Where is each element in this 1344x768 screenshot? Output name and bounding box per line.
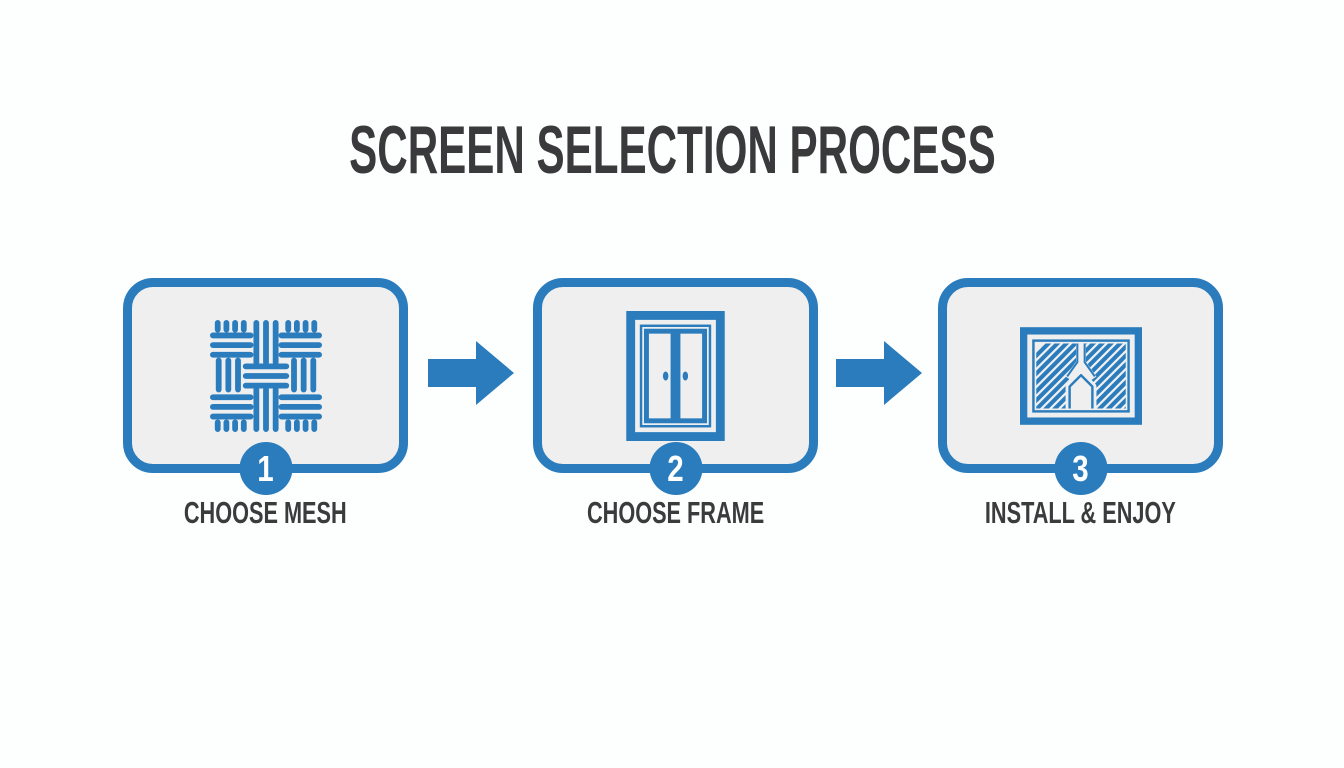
page-title-text: SCREEN SELECTION PROCESS (348, 112, 996, 188)
door-frame-icon (626, 310, 725, 441)
page-title: SCREEN SELECTION PROCESS (0, 116, 1344, 184)
step-label: CHOOSE MESH (184, 495, 347, 530)
step-2-card: 2 (533, 278, 818, 495)
step-number-badge: 1 (239, 442, 292, 495)
arrow-right-icon (836, 341, 922, 405)
arrow-right-icon (428, 341, 514, 405)
step-number: 3 (1072, 447, 1089, 489)
step-3-card: 3 (938, 278, 1223, 495)
installed-screen-icon (1019, 326, 1142, 425)
step-1-card: 1 (123, 278, 408, 495)
mesh-weave-icon (209, 319, 322, 432)
step-number-badge: 3 (1054, 442, 1107, 495)
step-label: INSTALL & ENJOY (985, 495, 1176, 530)
step-number: 1 (257, 447, 274, 489)
step-3: 3 INSTALL & ENJOY (938, 278, 1223, 528)
step-number: 2 (667, 447, 684, 489)
step-number-badge: 2 (649, 442, 702, 495)
step-2: 2 CHOOSE FRAME (533, 278, 818, 528)
step-1: 1 CHOOSE MESH (123, 278, 408, 528)
step-label: CHOOSE FRAME (586, 495, 765, 530)
